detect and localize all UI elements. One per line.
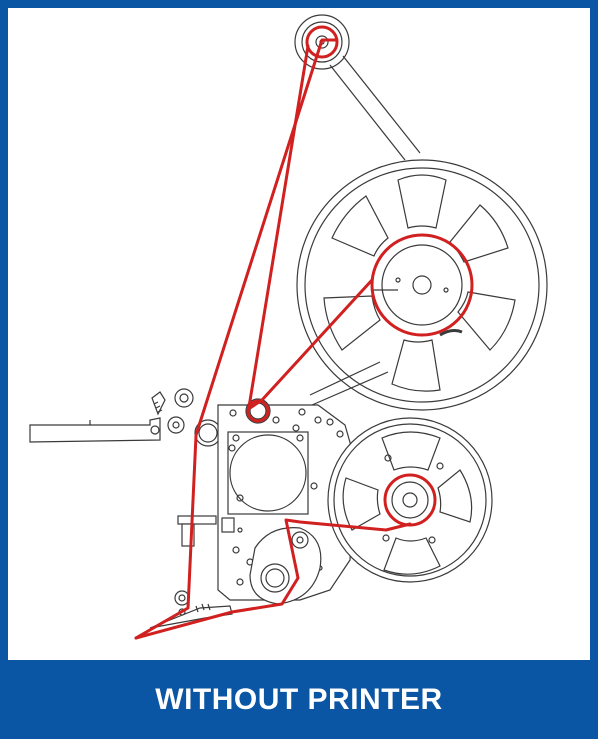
supply-reel-core-highlight bbox=[370, 233, 474, 337]
left-arm-plate bbox=[29, 388, 194, 443]
rewind-reel bbox=[327, 417, 493, 583]
lower-pivot-arm bbox=[236, 527, 322, 605]
caption-bar: WITHOUT PRINTER bbox=[0, 660, 598, 739]
top-idler-highlight bbox=[305, 25, 339, 59]
web-unwind-segment bbox=[248, 278, 374, 410]
caption-text: WITHOUT PRINTER bbox=[155, 682, 443, 716]
left-guide-roller bbox=[194, 419, 222, 447]
supply-reel bbox=[296, 159, 548, 411]
diagram-panel bbox=[8, 8, 590, 660]
web-rise-segment bbox=[246, 44, 310, 415]
label-web-path bbox=[134, 25, 474, 640]
labeler-diagram bbox=[29, 14, 548, 640]
reel-mount-bar bbox=[309, 361, 389, 406]
web-return-segment bbox=[134, 518, 412, 640]
web-descent-segment bbox=[134, 38, 338, 640]
support-arm bbox=[329, 55, 421, 161]
